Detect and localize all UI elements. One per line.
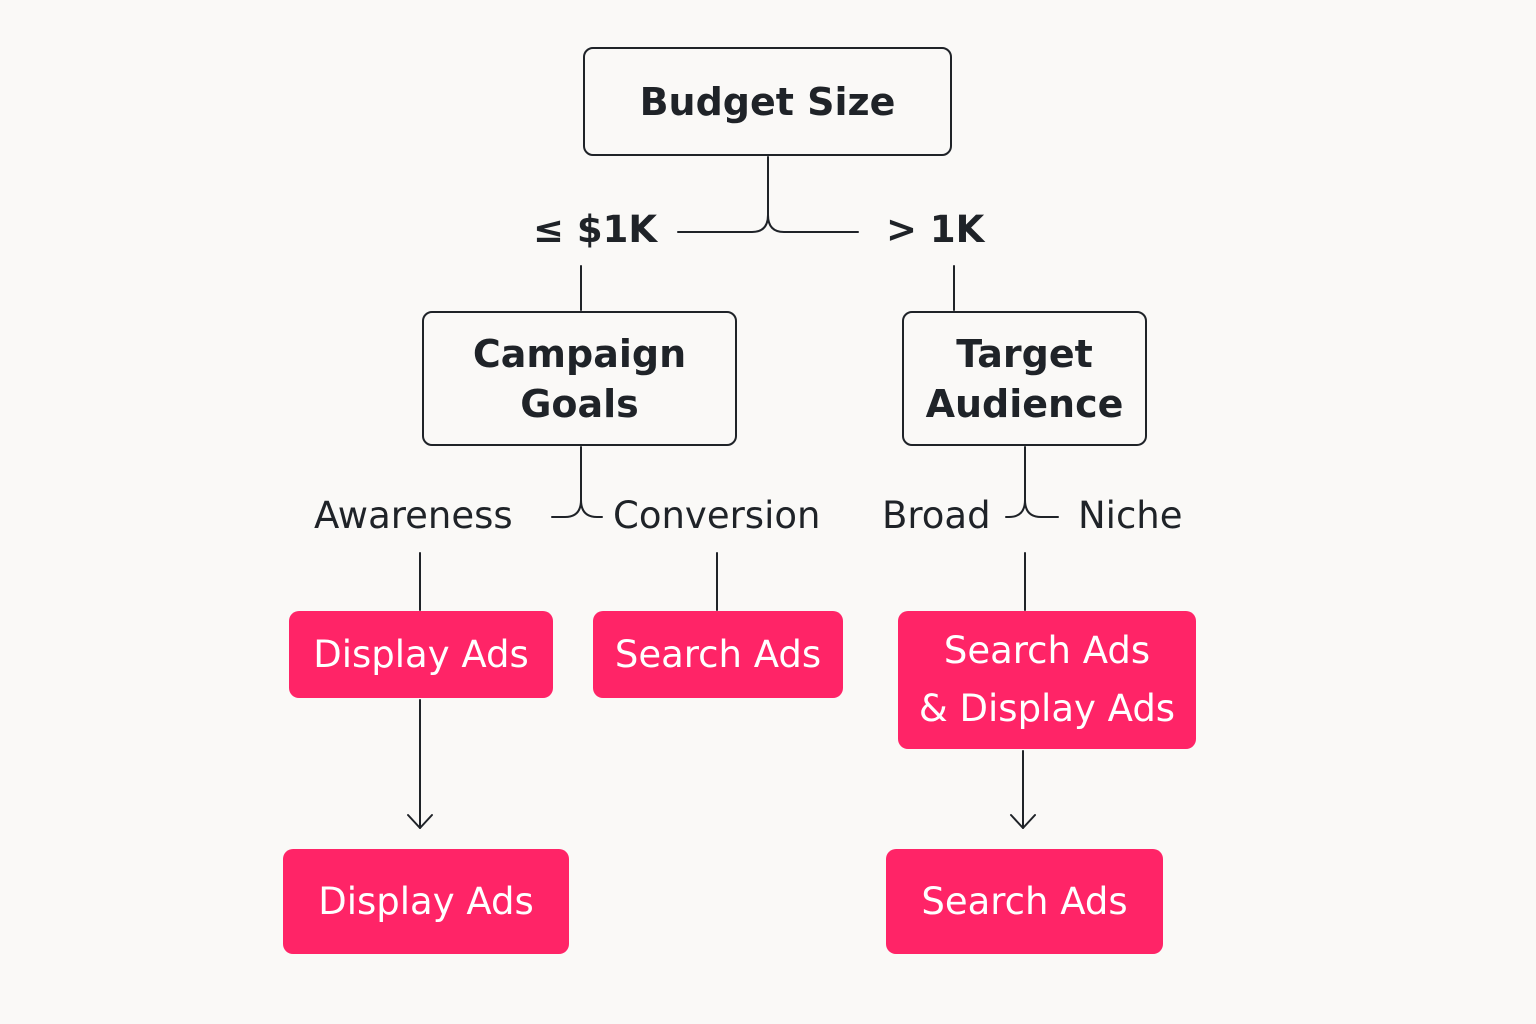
branch-label-high-budget: > 1K [886, 208, 985, 251]
arrow-display-head [407, 814, 433, 829]
outcome-search-ads-final: Search Ads [886, 849, 1163, 954]
target-audience-node: Target Audience [902, 311, 1147, 446]
outcome-display-ads: Display Ads [289, 611, 553, 698]
branch-label-broad: Broad [882, 494, 991, 537]
campaign-goals-node: Campaign Goals [422, 311, 737, 446]
outcome-search-ads: Search Ads [593, 611, 843, 698]
connector-root-split [677, 156, 859, 233]
connector-audience-split [1005, 446, 1059, 518]
arrow-search-head [1010, 814, 1036, 829]
branch-label-niche: Niche [1078, 494, 1183, 537]
outcome-search-and-display-ads: Search Ads & Display Ads [898, 611, 1196, 749]
branch-label-low-budget: ≤ $1K [533, 208, 658, 251]
budget-size-node: Budget Size [583, 47, 952, 156]
outcome-display-ads-final: Display Ads [283, 849, 569, 954]
connector-goals-split [551, 446, 603, 518]
branch-label-awareness: Awareness [314, 494, 513, 537]
branch-label-conversion: Conversion [613, 494, 821, 537]
